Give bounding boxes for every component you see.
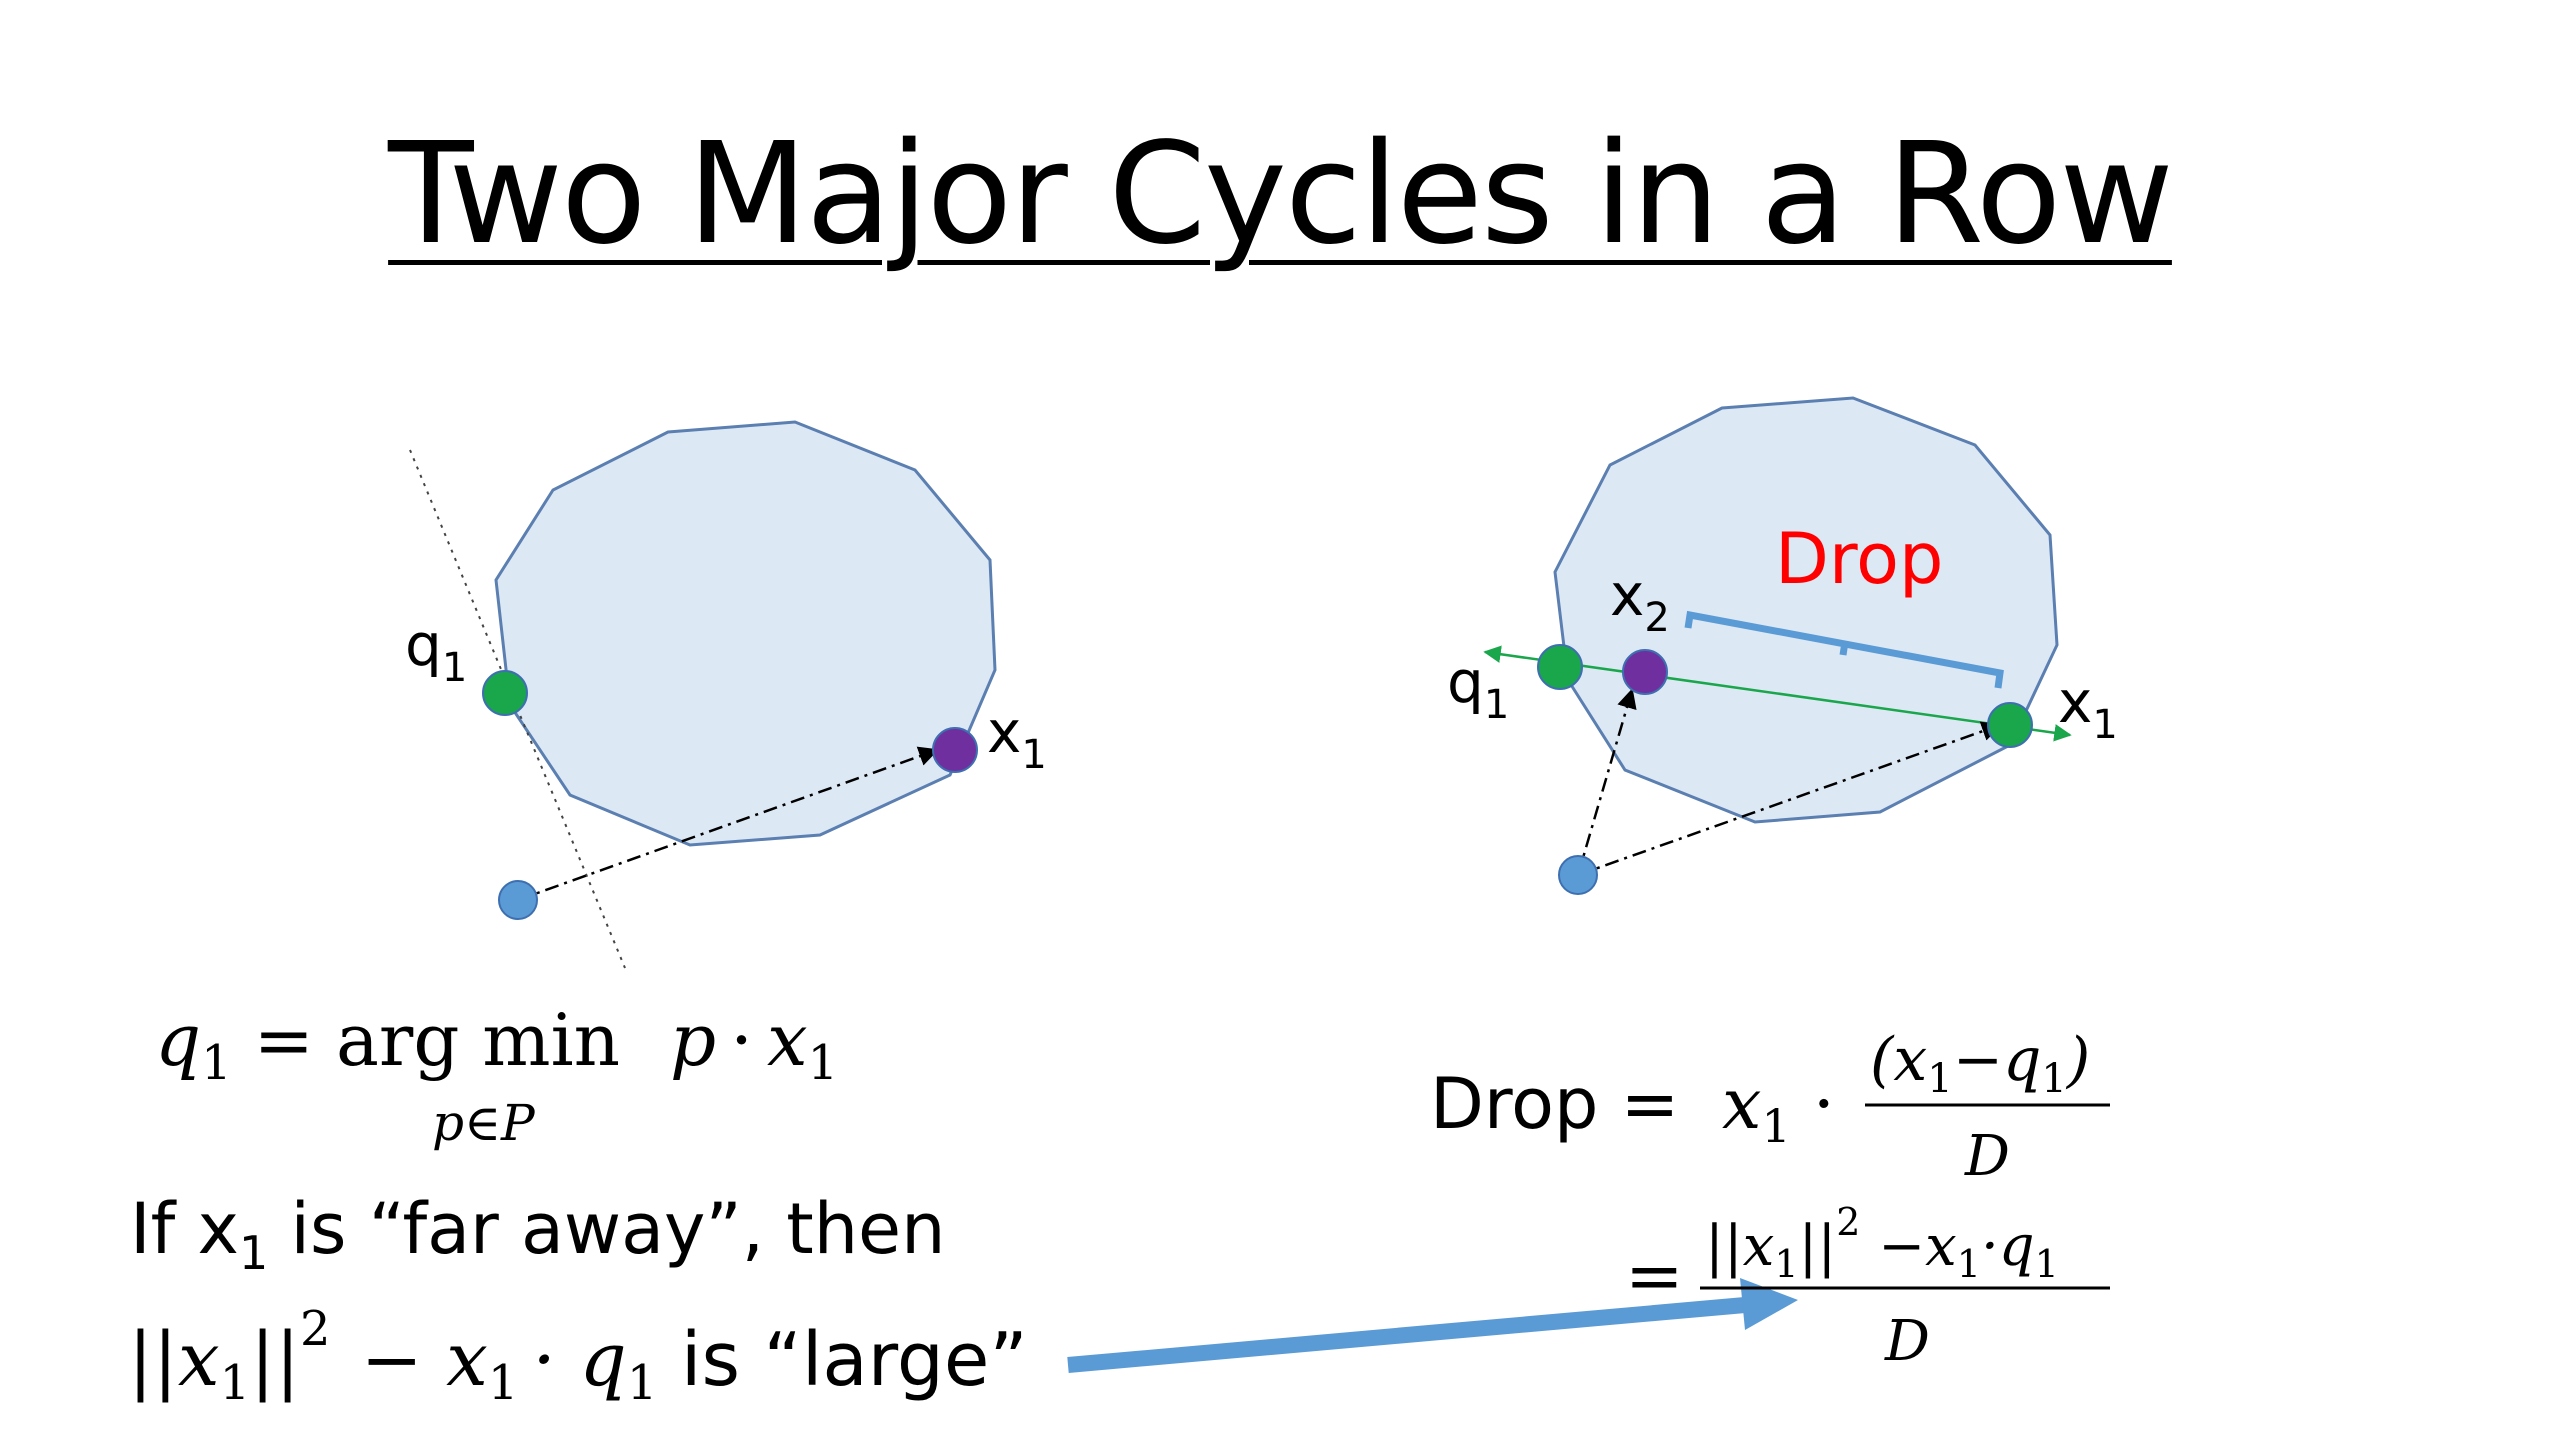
right-x2-point <box>1622 649 1668 695</box>
left-x1-label: x1 <box>987 698 1047 778</box>
svg-text:||x1||2 −x1·q1: ||x1||2 −x1·q1 <box>1705 1200 2059 1286</box>
drop-formula: Drop = x1· (x1−q1) D <box>1430 1025 2110 1189</box>
right-origin-point <box>1558 855 1598 895</box>
svg-text:||x1||2− x1· q1 is “large”: ||x1||2− x1· q1 is “large” <box>128 1301 1028 1411</box>
argmin-subscript: p∈P <box>432 1094 536 1152</box>
left-dashed-arrow <box>517 746 939 902</box>
svg-text:If x1 is “far away”, then: If x1 is “far away”, then <box>130 1188 946 1280</box>
right-x2-label: x2 <box>1610 561 1670 641</box>
drop-expanded-formula: = ||x1||2 −x1·q1 D <box>1625 1200 2110 1374</box>
slide-title-text: Two Major Cycles in a Row <box>388 113 2174 276</box>
left-diagram: q1 x1 <box>405 420 1047 969</box>
svg-text:=: = <box>1625 1235 1684 1317</box>
svg-text:Drop =: Drop = <box>1430 1063 1679 1145</box>
svg-text:D: D <box>1884 1309 1930 1374</box>
right-x1-label: x1 <box>2058 668 2118 748</box>
right-dashed-arrow-x1 <box>1577 721 2002 877</box>
right-x1-point <box>1987 702 2033 748</box>
svg-text:D: D <box>1964 1124 2010 1189</box>
right-dashed-arrow-x2 <box>1576 688 1637 876</box>
drop-label: Drop <box>1775 518 1943 600</box>
svg-text:x1·: x1· <box>1722 1063 1835 1153</box>
large-norm-text: ||x1||2− x1· q1 is “large” <box>128 1301 1028 1411</box>
left-q1-point <box>482 670 528 716</box>
drop-bracket <box>1684 610 2004 689</box>
left-origin-point <box>498 880 538 920</box>
right-q1-label: q1 <box>1447 648 1509 728</box>
left-polygon <box>494 420 997 847</box>
pointer-arrow <box>1067 1278 1798 1373</box>
right-diagram: Drop x2 q1 x1 <box>1447 396 2118 895</box>
slide-title: Two Major Cycles in a Row <box>0 118 2560 272</box>
far-away-text: If x1 is “far away”, then <box>130 1188 946 1280</box>
left-q1-label: q1 <box>405 611 467 691</box>
svg-text:(x1−q1): (x1−q1) <box>1870 1025 2090 1102</box>
right-q1-point <box>1537 644 1583 690</box>
left-x1-point <box>932 727 978 773</box>
